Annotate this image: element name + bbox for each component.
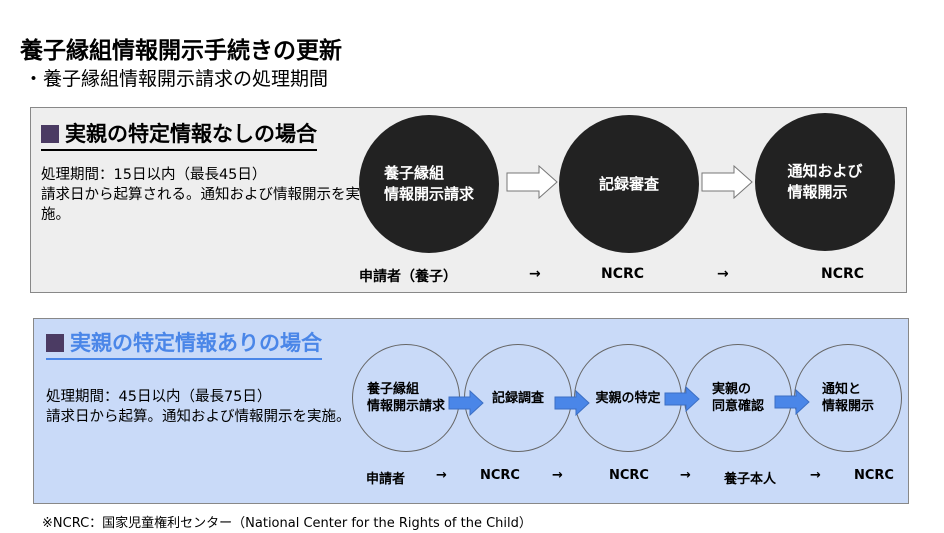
step-label: 情報開示 [821,399,874,414]
hollow-arrow-icon [701,165,753,199]
actor-label: 養子本人 [724,472,777,487]
step-circle: 通知および情報開示 [755,113,895,251]
arrow-text: → [717,266,729,282]
step-label: 同意確認 [711,399,764,414]
step-label: 情報開示請求 [383,185,474,203]
case-with-info-panel: 実親の特定情報ありの場合 処理期間：45日以内（最長75日） 請求日から起算。通… [33,318,909,504]
hollow-arrow-icon [506,165,558,199]
arrow-text: → [529,266,541,282]
arrow-text: → [680,468,691,483]
square-bullet-icon [41,125,59,143]
heading-text: 実親の特定情報ありの場合 [70,331,322,355]
step-label: 実親の特定 [595,390,661,406]
page-title: 養子縁組情報開示手続きの更新 [20,38,342,64]
actor-label: NCRC [609,468,649,483]
actor-label: NCRC [601,266,645,282]
square-bullet-icon [46,334,64,352]
step-label: 実親の [711,382,751,397]
page-subtitle: ・養子縁組情報開示請求の処理期間 [24,68,329,90]
blue-arrow-icon [448,390,484,416]
step-label: 情報開示 [787,183,848,201]
step-circle: 記録審査 [559,115,699,253]
step-label: 情報開示請求 [366,399,445,414]
period-text: 処理期間：45日以内（最長75日） [46,389,272,405]
arrow-text: → [552,468,563,483]
blue-arrow-icon [664,386,700,412]
case-with-info-heading: 実親の特定情報ありの場合 [46,327,322,360]
case-with-info-description: 処理期間：45日以内（最長75日） 請求日から起算。通知および情報開示を実施。 [46,387,366,427]
footnote: ※NCRC：国家児童権利センター（National Center for the… [42,516,532,531]
case-no-info-description: 処理期間：15日以内（最長45日） 請求日から起算される。通知および情報開示を実… [41,165,361,225]
step-label: 養子縁組 [366,382,419,397]
actor-label: 申請者（養子） [359,269,457,285]
case-no-info-heading: 実親の特定情報なしの場合 [41,118,317,151]
period-note: 請求日から起算される。通知および情報開示を実施。 [41,187,360,223]
step-label: 記録調査 [491,390,544,406]
step-label: 記録審査 [598,174,659,193]
arrow-text: → [436,468,447,483]
period-text: 処理期間：15日以内（最長45日） [41,167,267,183]
actor-label: NCRC [854,468,894,483]
blue-arrow-icon [554,390,590,416]
step-label: 養子縁組 [383,164,444,182]
actor-label: NCRC [821,266,865,282]
case-no-info-panel: 実親の特定情報なしの場合 処理期間：15日以内（最長45日） 請求日から起算され… [30,107,907,293]
step-circle: 通知と情報開示 [794,344,902,452]
step-label: 通知と [821,382,861,397]
actor-label: NCRC [480,468,520,483]
heading-text: 実親の特定情報なしの場合 [65,122,317,146]
arrow-text: → [810,468,821,483]
period-note: 請求日から起算。通知および情報開示を実施。 [46,409,351,425]
step-circle: 養子縁組情報開示請求 [352,344,460,452]
actor-label: 申請者 [366,472,406,487]
step-circle: 養子縁組情報開示請求 [359,115,499,253]
step-label: 通知および [787,162,863,180]
blue-arrow-icon [774,389,810,415]
